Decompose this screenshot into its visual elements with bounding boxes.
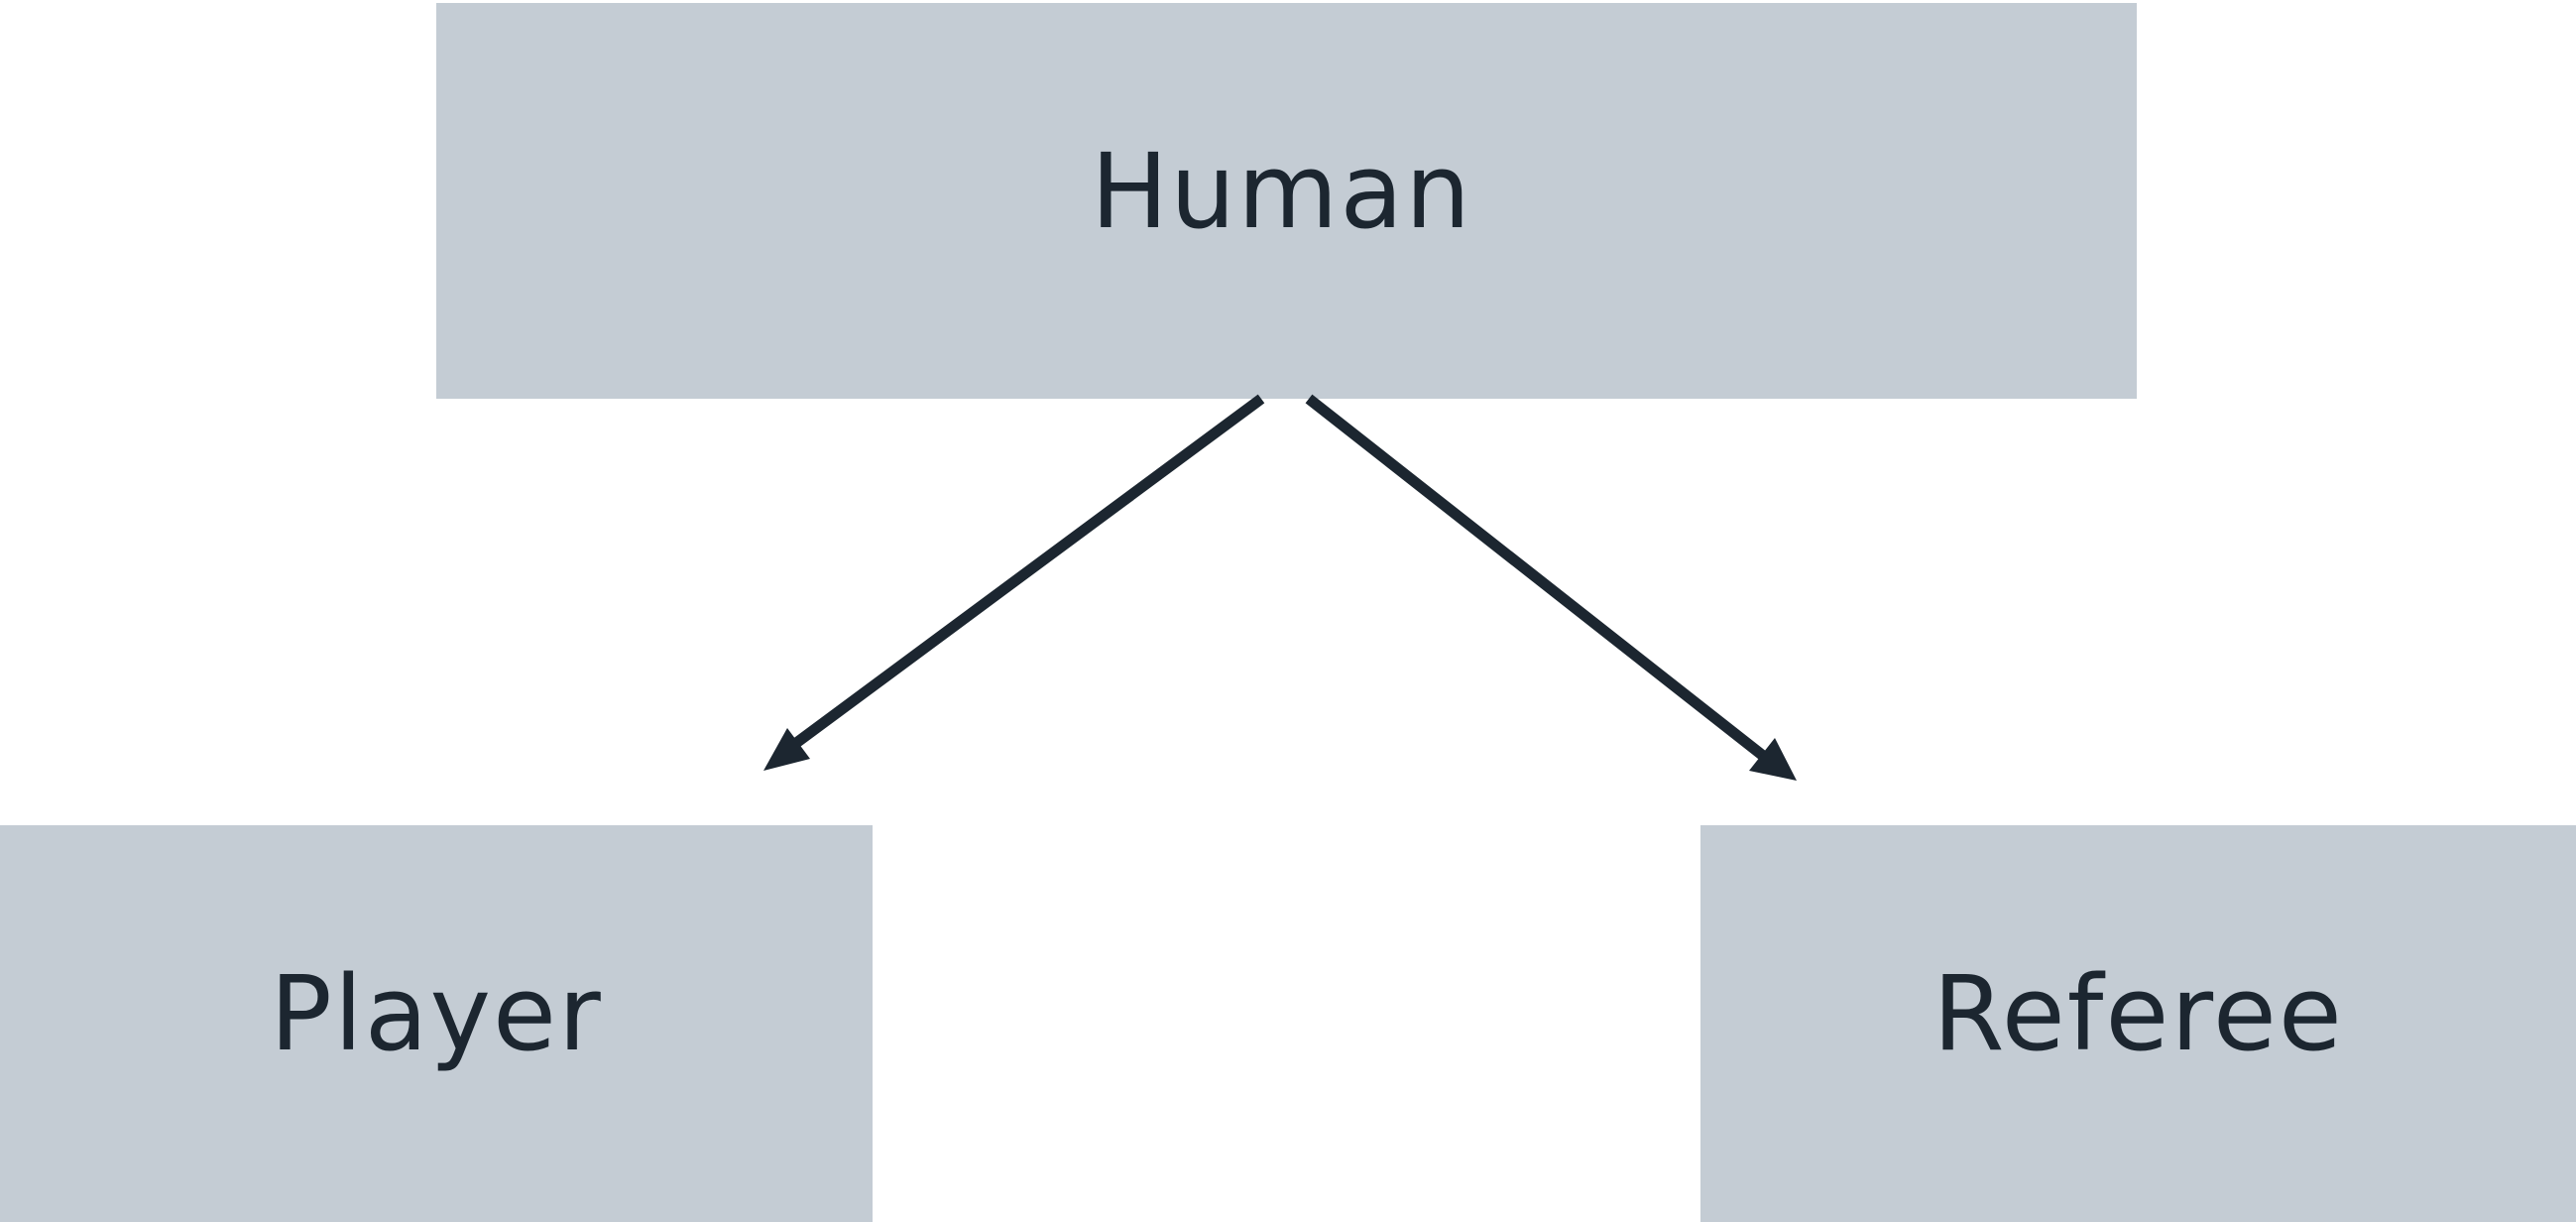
node-referee: Referee (1700, 825, 2576, 1222)
edge-human-referee (1305, 394, 1797, 781)
node-human: Human (436, 3, 2137, 399)
edge-human-player-line (784, 394, 1265, 754)
edge-human-referee-arrowhead (1749, 738, 1797, 781)
edge-human-player-arrowhead (763, 728, 810, 771)
edge-human-referee-line (1305, 394, 1771, 764)
node-player-label: Player (270, 953, 603, 1074)
node-human-label: Human (1090, 130, 1473, 252)
edge-human-player (763, 394, 1265, 771)
node-referee-label: Referee (1932, 953, 2344, 1074)
node-player: Player (0, 825, 873, 1222)
